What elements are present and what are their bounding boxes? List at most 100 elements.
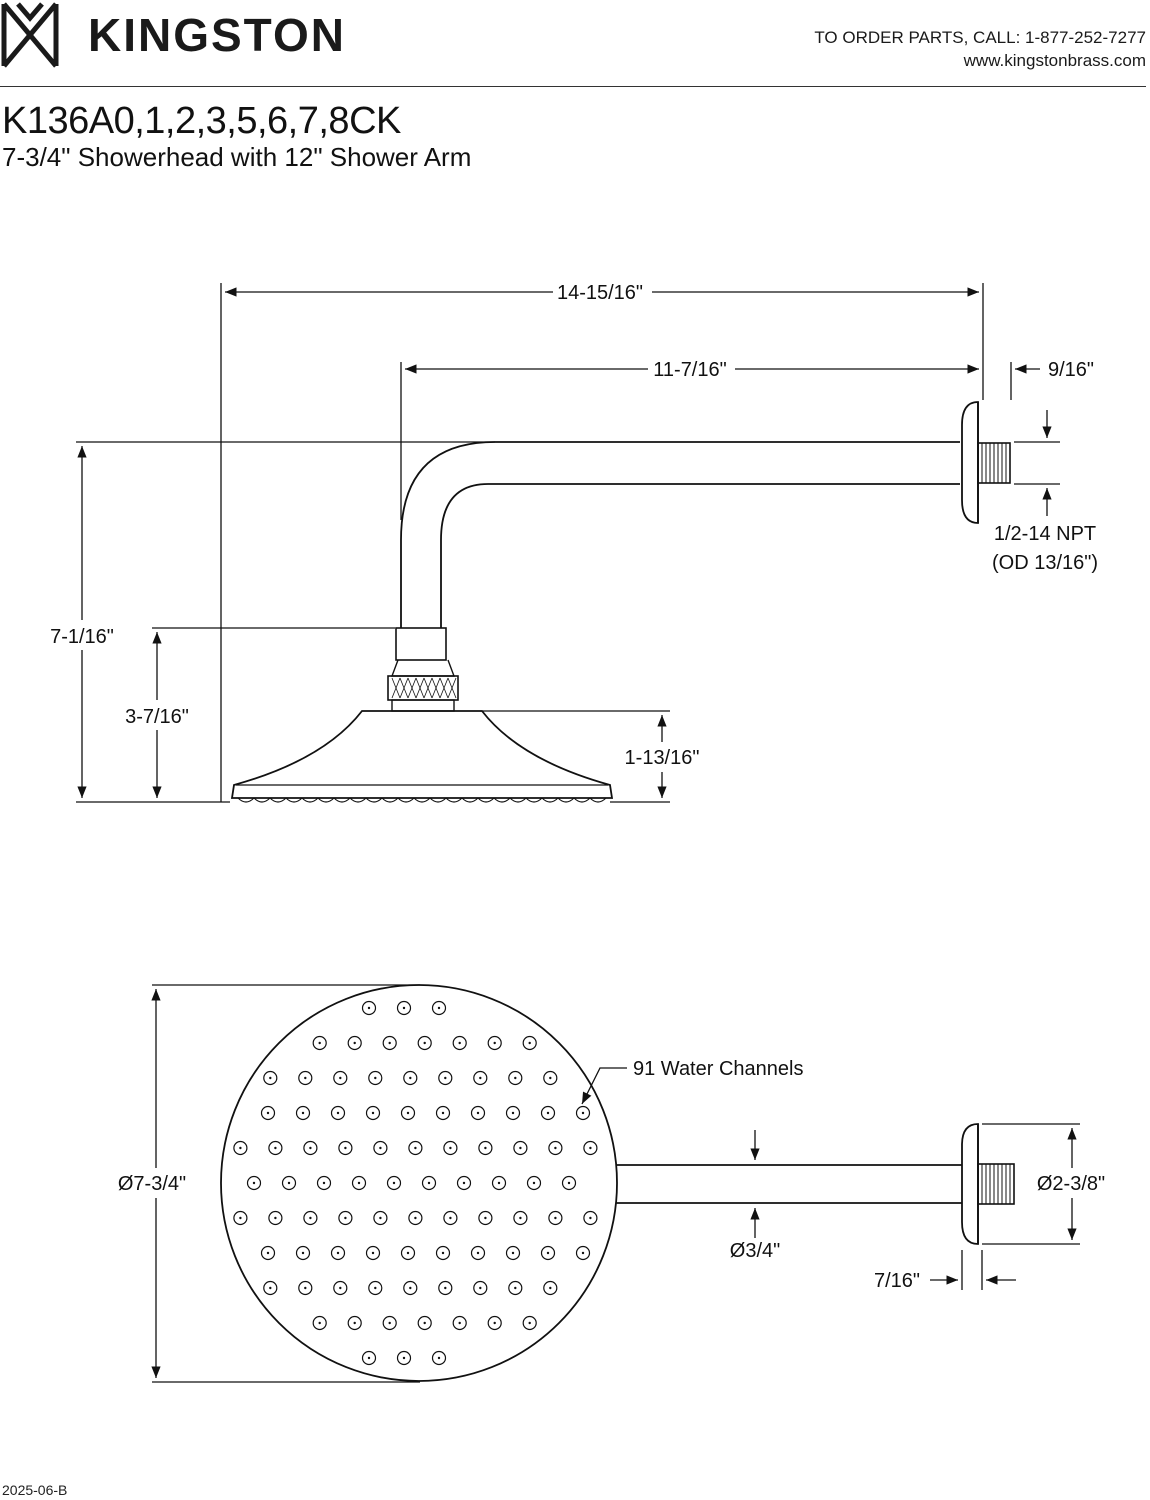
revision-code: 2025-06-B xyxy=(2,1482,68,1498)
nozzle-center-dot xyxy=(371,1251,375,1255)
water-channel-nozzle xyxy=(386,1175,402,1191)
nozzle-center-dot xyxy=(493,1321,496,1325)
water-channel-nozzle xyxy=(583,1140,598,1156)
water-channel-nozzle xyxy=(417,1035,432,1051)
water-channel-nozzle xyxy=(575,1105,591,1121)
water-channel-nozzle xyxy=(233,1140,248,1156)
header-divider xyxy=(0,86,1146,87)
water-channel-nozzle xyxy=(435,1245,451,1261)
nozzle-center-dot xyxy=(567,1181,571,1185)
nozzle-center-dot xyxy=(301,1251,305,1255)
water-channel-nozzle xyxy=(548,1210,563,1226)
water-channel-nozzle xyxy=(312,1315,327,1331)
nozzle-center-dot xyxy=(274,1146,277,1150)
nozzle-center-dot xyxy=(406,1251,410,1255)
nozzle-center-dot xyxy=(519,1146,522,1150)
water-channel-nozzle xyxy=(260,1105,276,1121)
water-channel-nozzle xyxy=(268,1140,283,1156)
nozzle-center-dot xyxy=(402,1006,406,1010)
nozzle-center-dot xyxy=(441,1111,445,1115)
nozzle-center-dot xyxy=(479,1286,482,1290)
water-channel-nozzle xyxy=(338,1210,353,1226)
nozzle-center-dot xyxy=(269,1286,272,1290)
nozzle-center-dot xyxy=(379,1146,382,1150)
water-channel-nozzle xyxy=(303,1210,318,1226)
water-channel-nozzle xyxy=(575,1245,591,1261)
dim-flange-depth: 9/16" xyxy=(1048,359,1094,381)
water-channel-nozzle xyxy=(330,1245,346,1261)
nozzle-center-dot xyxy=(414,1146,417,1150)
water-channel-nozzle xyxy=(396,1000,412,1016)
nozzle-center-dot xyxy=(374,1076,377,1080)
nozzle-center-dot xyxy=(462,1181,466,1185)
dim-thread-spec: 1/2-14 NPT xyxy=(994,523,1096,545)
nozzle-center-dot xyxy=(402,1356,406,1360)
water-channel-nozzle xyxy=(330,1105,346,1121)
nozzle-center-dot xyxy=(449,1216,452,1220)
water-channel-nozzle xyxy=(365,1245,381,1261)
water-channel-nozzle xyxy=(513,1210,528,1226)
water-channel-nozzle xyxy=(438,1070,453,1086)
nozzle-center-dot xyxy=(449,1146,452,1150)
website-link[interactable]: www.kingstonbrass.com xyxy=(963,51,1146,70)
water-channel-nozzle xyxy=(491,1175,507,1191)
water-channel-nozzle xyxy=(435,1105,451,1121)
nozzle-center-dot xyxy=(519,1216,522,1220)
water-channel-nozzle xyxy=(382,1315,397,1331)
water-channel-nozzle xyxy=(298,1280,313,1296)
nozzle-center-dot xyxy=(546,1251,550,1255)
nozzle-center-dot xyxy=(309,1146,312,1150)
water-channel-nozzle xyxy=(396,1350,412,1366)
water-channel-nozzle xyxy=(478,1140,493,1156)
nozzle-center-dot xyxy=(514,1076,517,1080)
water-channel-nozzle xyxy=(281,1175,297,1191)
nozzle-center-dot xyxy=(322,1181,326,1185)
water-channel-nozzle xyxy=(263,1070,278,1086)
nozzle-center-dot xyxy=(581,1251,585,1255)
nozzle-center-dot xyxy=(511,1111,515,1115)
nozzle-center-dot xyxy=(476,1251,480,1255)
water-channel-nozzle xyxy=(295,1105,311,1121)
nozzle-center-dot xyxy=(304,1076,307,1080)
product-description: 7-3/4" Showerhead with 12" Shower Arm xyxy=(2,142,472,172)
water-channel-nozzle xyxy=(431,1350,447,1366)
water-channel-nozzle xyxy=(295,1245,311,1261)
nozzle-center-dot xyxy=(497,1181,501,1185)
dim-flange-thickness: 7/16" xyxy=(874,1270,920,1292)
water-channel-nozzle xyxy=(431,1000,447,1016)
dim-head-height: 3-7/16" xyxy=(125,706,189,728)
model-number: K136A0,1,2,3,5,6,7,8CK xyxy=(2,100,401,142)
nozzle-center-dot xyxy=(266,1251,270,1255)
water-channel-nozzle xyxy=(403,1280,418,1296)
flange-front xyxy=(961,1123,979,1245)
water-channel-nozzle xyxy=(382,1035,397,1051)
water-channel-nozzle xyxy=(373,1140,388,1156)
water-channel-nozzle xyxy=(400,1245,416,1261)
water-channel-nozzle xyxy=(438,1280,453,1296)
water-channel-nozzle xyxy=(312,1035,327,1051)
dim-overall-height: 7-1/16" xyxy=(50,626,114,648)
water-channel-nozzle xyxy=(361,1000,377,1016)
water-channel-nozzle xyxy=(522,1315,537,1331)
nozzle-center-dot xyxy=(339,1286,342,1290)
water-channel-nozzle xyxy=(505,1105,521,1121)
water-channel-nozzle xyxy=(543,1280,558,1296)
nozzle-center-dot xyxy=(554,1216,557,1220)
nozzle-center-dot xyxy=(409,1286,412,1290)
nozzle-center-dot xyxy=(414,1216,417,1220)
water-channel-nozzle xyxy=(508,1280,523,1296)
water-channel-nozzle xyxy=(513,1140,528,1156)
flange xyxy=(961,401,979,524)
nozzle-center-dot xyxy=(437,1006,441,1010)
water-channel-nozzle xyxy=(347,1035,362,1051)
water-channel-nozzle xyxy=(316,1175,332,1191)
water-channel-nozzle xyxy=(522,1035,537,1051)
showerhead-body xyxy=(230,710,614,799)
nozzle-center-dot xyxy=(239,1146,242,1150)
nozzle-center-dot xyxy=(357,1181,361,1185)
water-channel-nozzle xyxy=(470,1245,486,1261)
water-channel-nozzle xyxy=(408,1140,423,1156)
water-channel-nozzle xyxy=(473,1280,488,1296)
water-channel-nozzle xyxy=(540,1245,556,1261)
water-channel-nozzle xyxy=(263,1280,278,1296)
